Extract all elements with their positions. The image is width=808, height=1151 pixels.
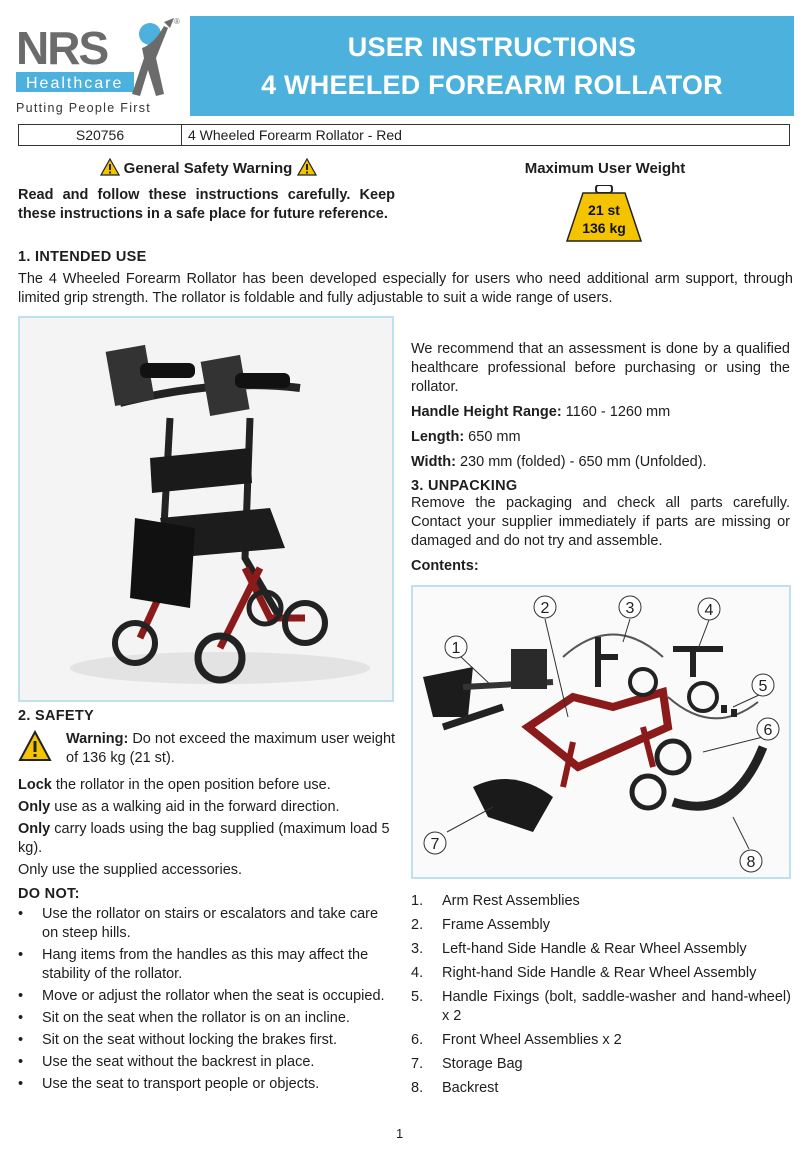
warning-triangle-icon <box>99 158 120 176</box>
weight-warning: Warning: Do not exceed the maximum user … <box>18 729 396 768</box>
contents-list: 1.Arm Rest Assemblies 2.Frame Assembly 3… <box>411 892 791 1103</box>
list-item: •Sit on the seat when the rollator is on… <box>18 1010 350 1026</box>
list-item: 1.Arm Rest Assemblies <box>411 893 580 909</box>
rollator-photo <box>18 316 394 702</box>
contents-diagram: 1 2 3 4 5 6 7 8 <box>411 585 791 879</box>
warning-body: Do not exceed the maximum user weight of… <box>66 731 396 766</box>
spec-handle-height: Handle Height Range: 1160 - 1260 mm <box>411 403 790 422</box>
diagram-number: 2 <box>541 600 550 617</box>
do-not-heading: DO NOT: <box>18 886 80 902</box>
diagram-number: 6 <box>764 722 773 739</box>
do-not-list: DO NOT: •Use the rollator on stairs or e… <box>18 886 396 1097</box>
unpacking-heading: 3. UNPACKING <box>411 478 518 494</box>
diagram-number: 5 <box>759 678 768 695</box>
right-column-text: We recommend that an assessment is done … <box>411 340 790 576</box>
read-instructions-text: Read and follow these instructions caref… <box>18 187 395 222</box>
safety-rule: Only carry loads using the bag supplied … <box>18 821 390 856</box>
list-item: •Hang items from the handles as this may… <box>18 947 369 982</box>
logo-sub: Healthcare <box>26 75 123 92</box>
list-item: •Use the seat to transport people or obj… <box>18 1076 320 1092</box>
spec-label: Width: <box>411 454 456 470</box>
contents-label: Contents: <box>411 558 479 574</box>
weight-warning-text: Warning: Do not exceed the maximum user … <box>66 730 396 768</box>
spec-value: 650 mm <box>464 429 521 445</box>
list-item: 8.Backrest <box>411 1080 499 1096</box>
diagram-number: 7 <box>431 836 440 853</box>
spec-value: 1160 - 1260 mm <box>561 404 671 420</box>
safety-rule: Only use as a walking aid in the forward… <box>18 799 340 815</box>
list-item: 7.Storage Bag <box>411 1056 523 1072</box>
page-number: 1 <box>396 1126 404 1141</box>
list-item: •Use the seat without the backrest in pl… <box>18 1054 315 1070</box>
rollator-illustration <box>70 344 370 684</box>
product-name: 4 Wheeled Forearm Rollator - Red <box>188 127 402 143</box>
title-line-2: 4 WHEELED FOREARM ROLLATOR <box>261 70 723 100</box>
logo-person-icon <box>132 18 174 96</box>
spec-label: Handle Height Range: <box>411 404 562 420</box>
general-safety-warning-title: General Safety Warning <box>18 158 398 177</box>
parts-illustration: 1 2 3 4 5 6 7 8 <box>423 595 780 873</box>
logo-main: NRS <box>16 22 107 74</box>
warning-triangle-icon <box>18 729 52 761</box>
title-line-1: USER INSTRUCTIONS <box>347 32 637 62</box>
diagram-number: 1 <box>452 640 461 657</box>
spec-value: 230 mm (folded) - 650 mm (Unfolded). <box>455 454 707 470</box>
registered-mark: ® <box>174 17 180 26</box>
weight-st: 21 st <box>588 202 620 218</box>
diagram-number: 3 <box>626 600 635 617</box>
assessment-text: We recommend that an assessment is done … <box>411 341 790 395</box>
weight-icon: 21 st 136 kg <box>565 185 643 242</box>
product-code: S20756 <box>19 125 182 145</box>
safety-rules: Lock the rollator in the open position b… <box>18 776 396 883</box>
list-item: 4.Right-hand Side Handle & Rear Wheel As… <box>411 965 757 981</box>
list-item: 3.Left-hand Side Handle & Rear Wheel Ass… <box>411 941 747 957</box>
list-item: 6.Front Wheel Assemblies x 2 <box>411 1032 622 1048</box>
unpacking-text: Remove the packaging and check all parts… <box>411 495 790 549</box>
max-user-weight-title: Maximum User Weight <box>524 160 686 177</box>
title-banner: USER INSTRUCTIONS 4 WHEELED FOREARM ROLL… <box>190 16 794 116</box>
general-safety-warning-label: General Safety Warning <box>123 160 293 177</box>
weight-kg: 136 kg <box>582 220 626 236</box>
logo-tagline: Putting People First <box>16 101 151 115</box>
list-item: •Move or adjust the rollator when the se… <box>18 988 385 1004</box>
diagram-number: 4 <box>705 602 714 619</box>
warning-label: Warning: <box>66 731 129 747</box>
list-item: •Use the rollator on stairs or escalator… <box>18 906 379 941</box>
diagram-number: 8 <box>747 854 756 871</box>
nrs-healthcare-logo: NRS Healthcare Putting People First ® <box>16 17 180 115</box>
logo-sub-bg <box>16 72 134 92</box>
list-item: 5.Handle Fixings (bolt, saddle-washer an… <box>411 989 791 1024</box>
spec-length: Length: 650 mm <box>411 428 790 447</box>
list-item: 2.Frame Assembly <box>411 917 550 933</box>
intended-use-heading: 1. INTENDED USE <box>18 249 147 265</box>
warning-triangle-icon <box>296 158 317 176</box>
product-table: S20756 4 Wheeled Forearm Rollator - Red <box>18 124 790 146</box>
spec-width: Width: 230 mm (folded) - 650 mm (Unfolde… <box>411 453 790 472</box>
safety-heading: 2. SAFETY <box>18 708 95 724</box>
safety-rule: Lock the rollator in the open position b… <box>18 777 331 793</box>
list-item: •Sit on the seat without locking the bra… <box>18 1032 337 1048</box>
safety-rule: Only use the supplied accessories. <box>18 862 243 878</box>
intended-use-text: The 4 Wheeled Forearm Rollator has been … <box>18 271 793 306</box>
spec-label: Length: <box>411 429 465 445</box>
